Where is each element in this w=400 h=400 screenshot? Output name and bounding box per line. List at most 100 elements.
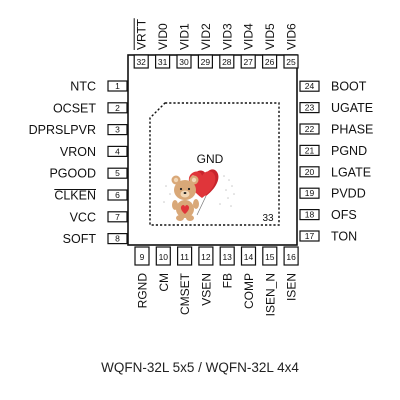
pin-number: 4 [115,146,120,156]
pin-name: SOFT [63,232,97,246]
pin-pad [107,167,128,179]
thermal-pad [149,102,280,226]
pin-pad [134,246,150,266]
pin-26: 26 VID5 [262,23,278,69]
pin-number: 13 [222,252,232,262]
pin-pad [107,145,128,157]
thermal-pad-label: GND [197,152,224,166]
pin-number: 25 [286,57,296,67]
pin-number: 32 [136,57,146,67]
dot-pattern [163,175,235,207]
pin-name: PGND [331,144,367,158]
pin-pad [299,209,320,221]
pin-pad [155,54,171,69]
pin-number: 14 [244,252,254,262]
bear-right-arm [193,199,199,209]
pin-17: 17 TON [299,230,357,244]
pin-number: 29 [201,57,211,67]
bear-left-inner-ear [173,177,179,183]
bear-left-foot [176,215,184,221]
pin-3: 3 DPRSLPVR [29,123,128,137]
pin-pad [107,123,128,136]
pin-number: 3 [115,125,120,135]
pin-name: TON [331,230,357,244]
pin-number: 10 [159,252,169,262]
pin-name: CMSET [178,272,192,315]
pin-number: 30 [179,57,189,67]
pin-name: VRTT [135,18,149,50]
pin-number: 8 [115,234,120,244]
pin-pad [240,54,256,69]
pin-32: 32 VRTT [133,18,149,69]
pin-pad [107,189,128,201]
pin-pad [283,54,299,69]
pin-number: 19 [305,188,315,198]
pin-pad [107,233,128,245]
pin-8: 8 SOFT [63,232,128,246]
pin-name: VCC [70,210,96,224]
pin-name: VID2 [199,23,213,50]
pin-number: 12 [201,252,211,262]
pin-name: VID5 [263,23,277,50]
pin-pad [299,123,320,135]
pin-name: COMP [242,273,256,309]
bear-left-eye [179,187,183,191]
pin-pad [240,246,257,266]
pin-number: 11 [180,252,189,262]
left-pin-group: 1NTC2OCSET3DPRSLPVR4VRON5PGOOD6CLKEN7VCC… [29,80,128,246]
pin-pad [283,246,299,266]
thermal-pad-pin-number: 33 [262,213,274,224]
bear-nose [183,192,187,194]
pin-name: VSEN [199,273,213,306]
pin-pad [197,54,213,69]
pin-name: RGND [136,273,150,309]
pin-number: 18 [305,210,315,220]
pin-pad [299,230,320,242]
pin-number: 2 [115,103,120,113]
pin-name: ISEN [285,273,299,301]
pin-number: 20 [305,167,315,177]
pin-number: 17 [305,231,315,241]
pin-number: 26 [265,57,275,67]
pin-name: UGATE [331,101,373,115]
pin-number: 22 [305,124,315,134]
pin-pad [299,144,320,156]
pin-name: FB [221,273,235,288]
pin-name: VID6 [285,23,299,50]
pin-name: DPRSLPVR [29,123,96,137]
pin-pad [198,246,214,266]
pin-name: PGOOD [49,167,96,181]
pin-number: 23 [305,103,315,113]
pin-pad [177,246,193,266]
top-pin-group: 25VID626VID527VID428VID329VID230VID131VI… [133,18,299,69]
balloon-string [196,195,207,216]
pin-number: 24 [305,81,315,91]
bear-right-eye [187,187,191,191]
package-body [127,54,298,246]
pin-number: 28 [222,57,232,67]
pin-pad [299,101,320,114]
pin-name: NTC [70,80,96,94]
pin-number: 27 [243,57,253,67]
